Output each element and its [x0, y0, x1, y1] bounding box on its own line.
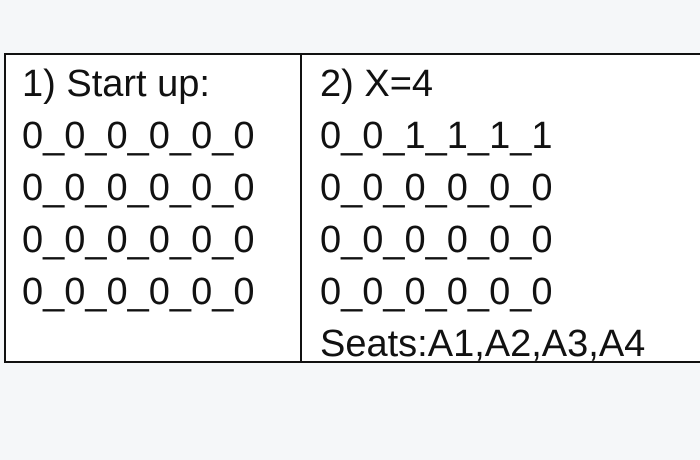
seats-summary: Seats:A1,A2,A3,A4: [320, 323, 646, 365]
startup-row-1: 0_0_0_0_0_0: [22, 115, 255, 157]
startup-row-2: 0_0_0_0_0_0: [22, 167, 255, 209]
startup-row-3: 0_0_0_0_0_0: [22, 219, 255, 261]
x4-row-3: 0_0_0_0_0_0: [320, 219, 553, 261]
x4-header: 2) X=4: [320, 63, 434, 105]
startup-row-4: 0_0_0_0_0_0: [22, 271, 255, 313]
startup-header: 1) Start up:: [22, 63, 210, 105]
x4-row-2: 0_0_0_0_0_0: [320, 167, 553, 209]
x4-panel: 2) X=4 0_0_1_1_1_1 0_0_0_0_0_0 0_0_0_0_0…: [320, 58, 645, 370]
x4-row-1: 0_0_1_1_1_1: [320, 115, 553, 157]
x4-row-4: 0_0_0_0_0_0: [320, 271, 553, 313]
column-divider: [300, 53, 302, 363]
comparison-table: [4, 53, 700, 363]
startup-panel: 1) Start up: 0_0_0_0_0_0 0_0_0_0_0_0 0_0…: [22, 58, 254, 318]
